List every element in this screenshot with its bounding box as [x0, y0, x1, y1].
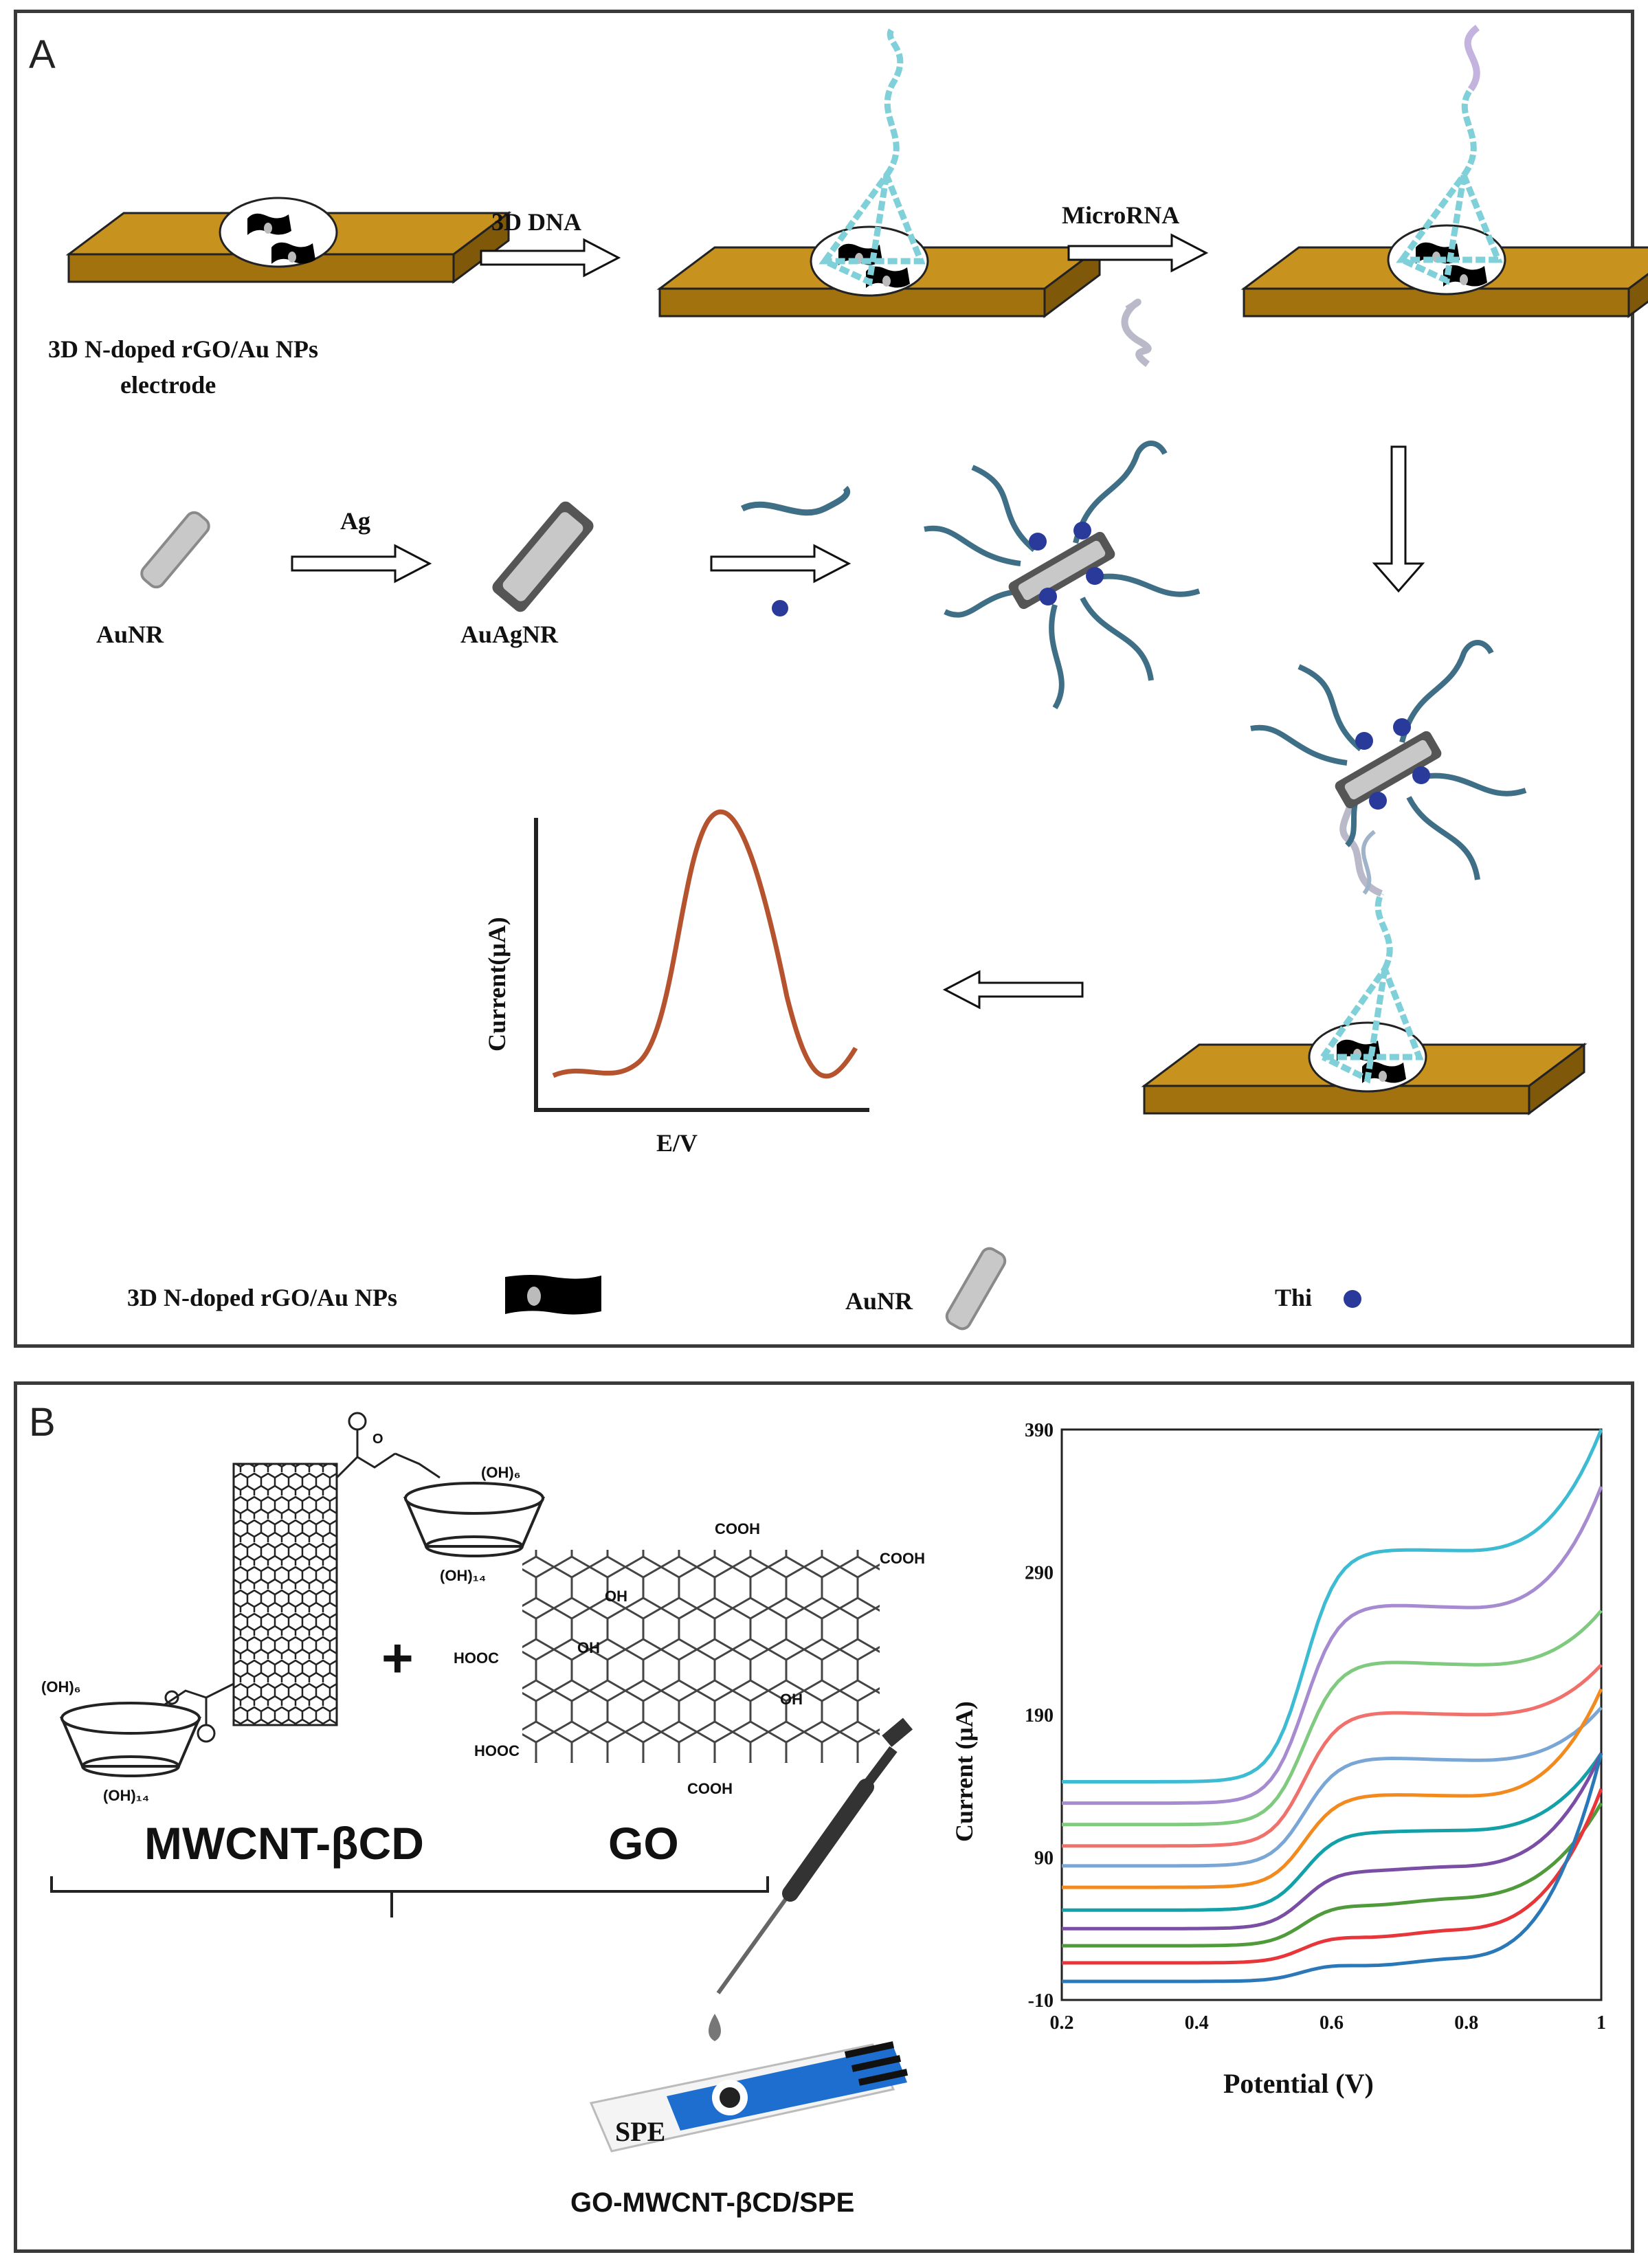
pipette — [709, 1717, 913, 2041]
mwcnt-label: MWCNT-βCD — [144, 1818, 424, 1869]
chem-o-top: O — [372, 1432, 383, 1447]
dpv-axes — [534, 818, 869, 1112]
chart-series-line-8 — [1062, 1802, 1603, 1948]
chart-frame — [1060, 1428, 1603, 2001]
legend-rgo-label: 3D N-doped rGO/Au NPs — [127, 1284, 397, 1311]
arrow-left — [942, 970, 1084, 1010]
chart-series-line-6 — [1062, 1752, 1603, 1912]
electrode-label-line1: 3D N-doped rGO/Au NPs — [48, 335, 318, 363]
chart-series-line-1 — [1062, 1486, 1603, 1805]
auagnr-label: AuAgNR — [460, 621, 559, 648]
legend-thi-label: Thi — [1275, 1284, 1312, 1311]
chart-xlabel: Potential (V) — [1223, 2068, 1374, 2099]
panel-b-letter: B — [29, 1400, 56, 1445]
spe-label: SPE — [615, 2116, 665, 2147]
legend-thi-icon — [1344, 1290, 1361, 1308]
arrow-3d-dna-label: 3D DNA — [491, 208, 581, 236]
panel-a — [14, 10, 1634, 1348]
chart-series-line-3 — [1062, 1663, 1603, 1848]
electrode-with-3d-dna — [658, 25, 1101, 318]
chart-series-line-2 — [1062, 1609, 1603, 1827]
chem-cooh-1: COOH — [715, 1520, 760, 1537]
go-sheet — [522, 1550, 880, 1763]
chart-xtick-3: 0.8 — [1454, 2012, 1478, 2034]
chart-ytick-3: 290 — [1025, 1563, 1054, 1584]
chart-xtick-1: 0.4 — [1185, 2012, 1209, 2034]
chart-series-line-0 — [1062, 1429, 1603, 1783]
legend: 3D N-doped rGO/Au NPs AuNR Thi — [127, 1244, 1361, 1333]
chem-hooc-1: HOOC — [454, 1649, 499, 1667]
chart-xtick-0: 0.2 — [1050, 2012, 1074, 2034]
chart-xtick-2: 0.6 — [1319, 2012, 1344, 2034]
chart-ytick-1: 90 — [1034, 1848, 1054, 1869]
chem-oh-3: OH — [780, 1691, 803, 1708]
dpv-chart: -10 90 190 290 390 0.2 0.4 0.6 0.8 1 Current (μA)… — [950, 1420, 1606, 2099]
arrow-ag-label: Ag — [340, 507, 370, 535]
chem-oh6-top: (OH)₆ — [481, 1464, 521, 1481]
chem-cooh-2: COOH — [880, 1550, 925, 1567]
arrow-probe-assembly — [710, 544, 850, 583]
chart-series-line-5 — [1062, 1688, 1603, 1889]
dpv-xlabel: E/V — [656, 1129, 698, 1157]
dpv-ylabel: Current(μA) — [483, 917, 511, 1052]
aunr-label: AuNR — [96, 621, 164, 648]
panel-b — [14, 1381, 1634, 2253]
chart-ylabel: Current (μA) — [950, 1701, 978, 1842]
chem-oh6-bottom: (OH)₆ — [41, 1678, 81, 1696]
chart-ytick-0: -10 — [1028, 1990, 1054, 2012]
chart-ytick-4: 390 — [1025, 1420, 1054, 1441]
plus-sign: + — [381, 1627, 414, 1689]
sandwich-electrode — [1143, 640, 1585, 1115]
chart-xtick-4: 1 — [1596, 2012, 1606, 2034]
chem-hooc-2: HOOC — [474, 1742, 520, 1759]
chart-series-line-4 — [1062, 1706, 1603, 1868]
chart-ytick-2: 190 — [1025, 1705, 1054, 1726]
auagnr-probe — [924, 441, 1201, 710]
auagnr-rod — [492, 501, 594, 612]
spe-strip — [589, 2041, 909, 2153]
arrow-down — [1372, 445, 1425, 593]
dpv-plot: Current(μA) E/V — [483, 809, 869, 1157]
bare-electrode — [67, 197, 510, 283]
arrow-microrna-label: MicroRNA — [1062, 201, 1179, 229]
mwcnt-linkers — [164, 1412, 441, 1743]
chem-oh-1: OH — [605, 1588, 627, 1605]
beta-cd-top — [403, 1482, 546, 1557]
legend-aunr-icon — [942, 1244, 1010, 1333]
chart-series-line-9 — [1062, 1788, 1603, 1965]
beta-cd-bottom — [59, 1702, 202, 1777]
thi-molecule — [772, 600, 788, 616]
chart-series-line-7 — [1062, 1752, 1603, 1931]
chem-oh-2: OH — [577, 1639, 600, 1656]
chem-cooh-3: COOH — [687, 1780, 733, 1797]
chem-oh14-top: (OH)₁₄ — [440, 1567, 486, 1584]
legend-rgo-icon — [505, 1275, 601, 1315]
go-label: GO — [608, 1818, 679, 1869]
product-label: GO-MWCNT-βCD/SPE — [570, 2188, 854, 2218]
microrna-strand — [1121, 298, 1152, 367]
electrode-label-line2: electrode — [120, 371, 216, 399]
chart-series-line-10 — [1062, 1753, 1603, 1983]
probe-strand — [740, 485, 850, 516]
arrow-ag — [291, 544, 431, 583]
chem-oh14-bottom: (OH)₁₄ — [103, 1787, 149, 1804]
dpv-peak-curve — [552, 809, 858, 1079]
mwcnt-tube — [232, 1463, 338, 1726]
bracket — [50, 1876, 769, 1893]
aunr-rod — [137, 507, 214, 592]
legend-aunr-label: AuNR — [845, 1287, 913, 1315]
electrode-hybridized — [1243, 25, 1648, 318]
panel-a-letter: A — [29, 32, 56, 77]
